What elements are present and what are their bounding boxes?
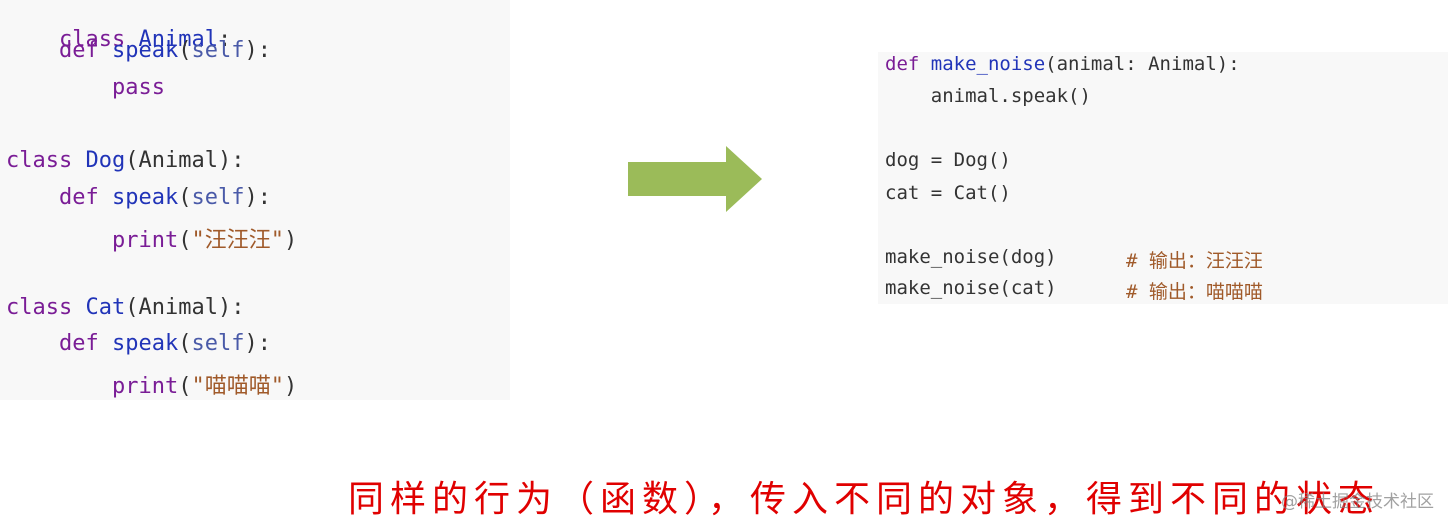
code-line: class Dog(Animal): <box>6 148 245 173</box>
base-class: Animal <box>138 295 218 320</box>
method-call: animal.speak() <box>930 85 1091 107</box>
code-line: make_noise(cat) <box>885 277 1057 299</box>
class-keyword: class <box>6 148 73 173</box>
print-call: print <box>111 228 179 253</box>
watermark: @稀土掘金技术社区 <box>1281 492 1434 512</box>
string-literal: "喵喵喵" <box>191 374 284 399</box>
self-param: self <box>191 185 245 210</box>
code-line: make_noise(dog) <box>885 246 1057 268</box>
code-line: print("喵喵喵") <box>111 374 298 399</box>
class-keyword: class <box>58 27 126 52</box>
method-name: speak <box>111 38 179 63</box>
self-param: self <box>191 331 245 356</box>
class-name: Animal <box>138 27 218 52</box>
string-literal: "汪汪汪" <box>191 228 284 253</box>
dog-assignment: dog = Dog() <box>885 149 1011 171</box>
def-keyword: def <box>58 185 99 210</box>
self-param: self <box>191 38 245 63</box>
cat-assignment: cat = Cat() <box>885 182 1011 204</box>
def-keyword: def <box>58 331 99 356</box>
code-line: def make_noise(animal: Animal): <box>885 53 1240 75</box>
code-comment: # 输出：汪汪汪 <box>1126 250 1263 272</box>
code-line: def speak(self): <box>58 185 271 210</box>
function-call: make_noise(dog) <box>885 246 1057 268</box>
code-line: cat = Cat() <box>885 182 1011 204</box>
code-line: class Cat(Animal): <box>6 295 245 320</box>
def-keyword: def <box>885 53 920 75</box>
code-line: class Animal: <box>58 27 232 52</box>
arrow-shape <box>628 146 762 212</box>
print-call: print <box>111 374 179 399</box>
code-line: animal.speak() <box>885 85 1091 107</box>
code-line: print("汪汪汪") <box>111 228 298 253</box>
base-class: Animal <box>138 148 218 173</box>
pass-keyword: pass <box>111 75 165 100</box>
code-line: def speak(self): <box>58 38 271 63</box>
class-name: Dog <box>85 148 126 173</box>
method-name: speak <box>111 331 179 356</box>
class-keyword: class <box>6 295 73 320</box>
code-line: pass <box>6 75 165 100</box>
function-params: (animal: Animal): <box>1045 53 1240 75</box>
right-arrow-icon <box>628 146 762 212</box>
method-name: speak <box>111 185 179 210</box>
code-comment: # 输出：喵喵喵 <box>1126 281 1263 303</box>
code-line: def speak(self): <box>58 331 271 356</box>
right-code-panel: def make_noise(animal: Animal): animal.s… <box>878 52 1448 304</box>
function-call: make_noise(cat) <box>885 277 1057 299</box>
left-code-panel: class Animal: def speak(self): pass clas… <box>0 0 510 400</box>
class-name: Cat <box>85 295 126 320</box>
caption-text: 同样的行为（函数），传入不同的对象，得到不同的状态 <box>348 479 1381 520</box>
function-name: make_noise <box>930 53 1046 75</box>
def-keyword: def <box>58 38 99 63</box>
code-line: dog = Dog() <box>885 149 1011 171</box>
